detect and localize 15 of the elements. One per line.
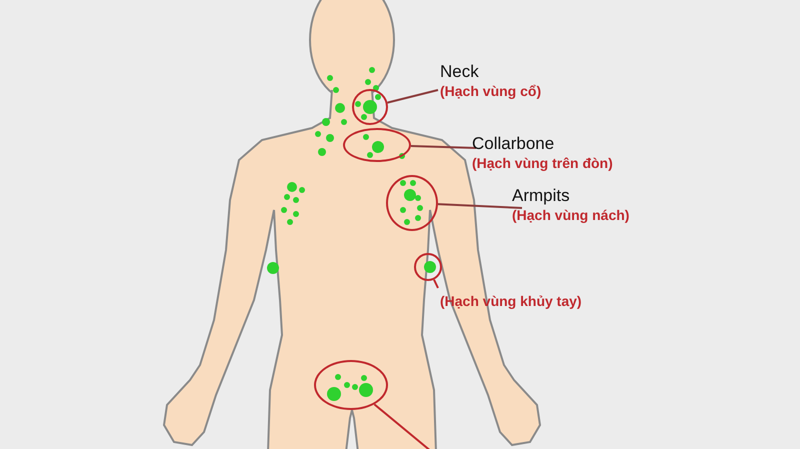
label-text: Armpits xyxy=(512,186,571,206)
highlight-ellipse xyxy=(343,128,411,162)
label-text: Neck xyxy=(440,62,480,82)
highlight-ellipse xyxy=(352,89,388,125)
leader-line xyxy=(410,145,476,149)
highlight-ellipse xyxy=(314,360,388,410)
leader-line xyxy=(438,203,522,209)
highlight-ellipse xyxy=(386,175,438,231)
leader-line xyxy=(433,279,439,288)
leader-line xyxy=(387,89,438,104)
annotation-text: (Hạch vùng cổ) xyxy=(440,82,542,100)
highlight-ellipse xyxy=(414,253,442,281)
annotation-text: (Hạch vùng nách) xyxy=(512,206,630,224)
label-text: Collarbone xyxy=(472,134,556,154)
annotation-text: (Hạch vùng trên đòn) xyxy=(472,154,613,172)
